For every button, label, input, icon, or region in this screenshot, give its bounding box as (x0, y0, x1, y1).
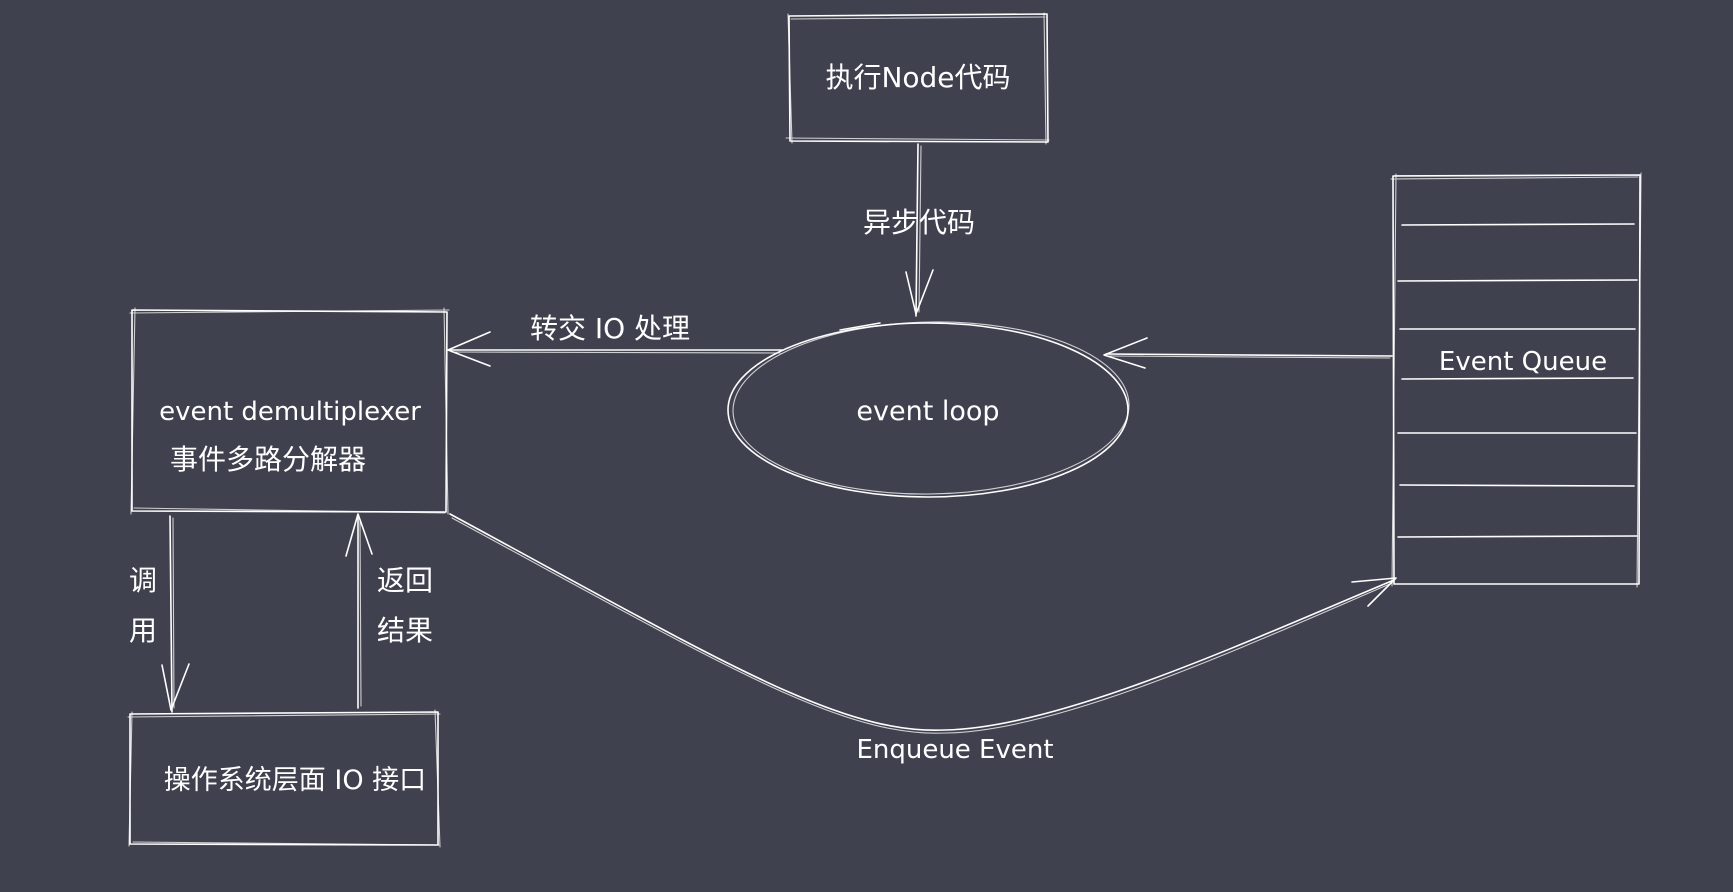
return-result-arrow: 返回 结果 (345, 513, 433, 709)
invoke-arrow: 调 用 (129, 515, 190, 713)
demultiplexer-label-en: event demultiplexer (159, 397, 421, 427)
demultiplexer-box: event demultiplexer 事件多路分解器 (129, 307, 450, 515)
async-code-arrow: 异步代码 (863, 143, 975, 317)
node-code-label: 执行Node代码 (825, 61, 1010, 94)
invoke-label-1: 调 (129, 564, 157, 597)
invoke-label-2: 用 (129, 614, 157, 647)
return-result-label-2: 结果 (377, 614, 433, 647)
async-code-label: 异步代码 (863, 206, 975, 239)
event-loop-label: event loop (856, 396, 999, 427)
event-loop-node: event loop (727, 321, 1130, 498)
handoff-io-label: 转交 IO 处理 (530, 312, 690, 345)
enqueue-event-label: Enqueue Event (856, 735, 1053, 765)
os-io-box: 操作系统层面 IO 接口 (127, 709, 441, 848)
return-result-label-1: 返回 (377, 564, 433, 597)
enqueue-event-arrow: Enqueue Event (449, 513, 1397, 765)
event-queue-label: Event Queue (1439, 347, 1607, 377)
demultiplexer-label-zh: 事件多路分解器 (170, 443, 366, 476)
queue-to-loop-arrow (1103, 337, 1393, 369)
handoff-io-arrow: 转交 IO 处理 (447, 312, 783, 367)
os-io-label: 操作系统层面 IO 接口 (164, 765, 426, 796)
event-queue-node: Event Queue (1390, 172, 1642, 588)
node-code-box: 执行Node代码 (785, 12, 1050, 145)
